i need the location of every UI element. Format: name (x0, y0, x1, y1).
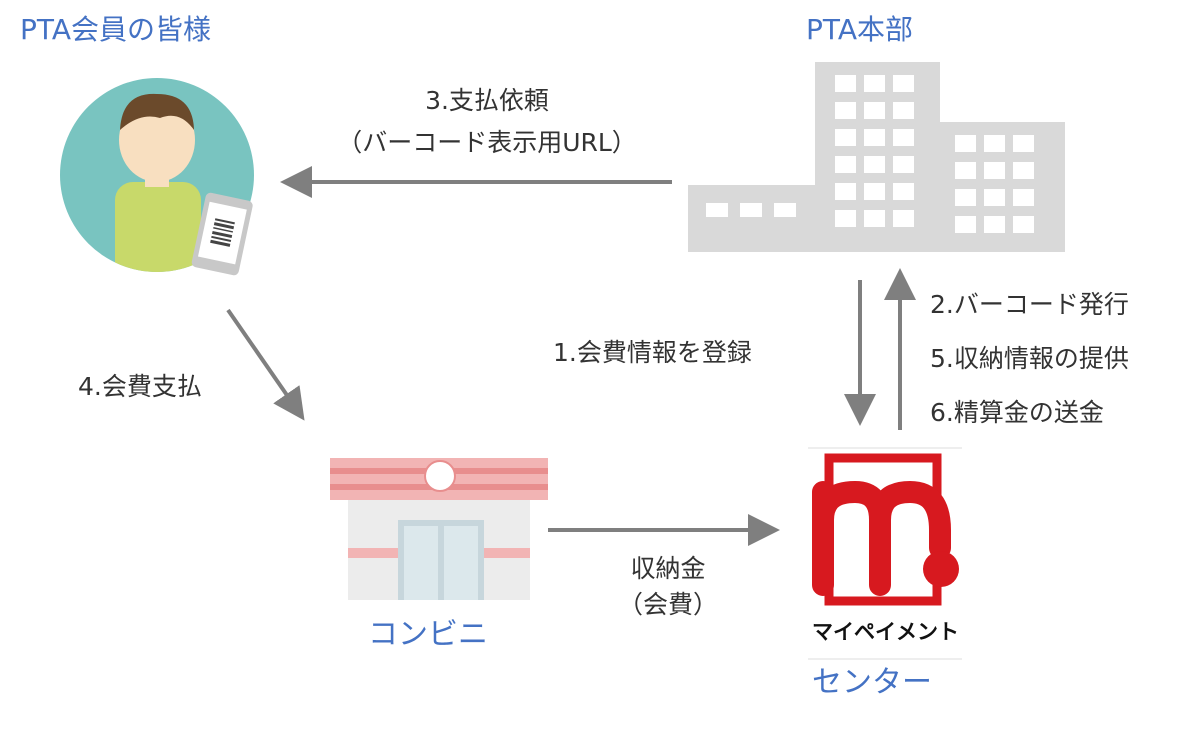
building-window (955, 216, 976, 233)
building-window (893, 210, 914, 227)
center-label: センター (812, 665, 932, 700)
step6-label: 6.精算金の送金 (930, 398, 1104, 427)
building-window (1013, 189, 1034, 206)
building-window (864, 129, 885, 146)
payment-sublabel: （会費） (617, 590, 718, 619)
members-label: PTA会員の皆様 (20, 13, 211, 46)
building-window (1013, 216, 1034, 233)
step5-label: 5.収納情報の提供 (930, 344, 1129, 373)
payment-label: 収納金 (630, 554, 706, 583)
hq-label: PTA本部 (806, 13, 913, 46)
step3-label: 3.支払依頼 (425, 86, 549, 115)
member-person-icon (60, 78, 254, 276)
building-window (893, 75, 914, 92)
building-window (1013, 135, 1034, 152)
building-window (1013, 162, 1034, 179)
arrow-member-payment (226, 308, 305, 421)
building-window (835, 102, 856, 119)
building-window (864, 156, 885, 173)
building-window (955, 189, 976, 206)
store-label: コンビニ (368, 617, 488, 652)
building-window (835, 210, 856, 227)
step2-label: 2.バーコード発行 (930, 290, 1129, 319)
building-window (984, 135, 1005, 152)
building-window (893, 156, 914, 173)
building-window (955, 135, 976, 152)
building-window (893, 183, 914, 200)
building-window (835, 129, 856, 146)
smartphone-barcode-icon (191, 192, 253, 276)
building-window (893, 102, 914, 119)
hq-building-icon (688, 62, 1065, 252)
step1-label: 1.会費情報を登録 (553, 338, 752, 367)
building-window (893, 129, 914, 146)
building-window (864, 102, 885, 119)
building-window (984, 189, 1005, 206)
building-window (984, 162, 1005, 179)
mypayment-logo (808, 447, 962, 660)
step4-label: 4.会費支払 (78, 372, 202, 401)
building-window (864, 183, 885, 200)
step3-sublabel: （バーコード表示用URL） (337, 128, 637, 157)
building-window (835, 156, 856, 173)
convenience-store-icon (330, 458, 548, 600)
building-window (864, 210, 885, 227)
building-window (864, 75, 885, 92)
building-window (835, 75, 856, 92)
logo-text: マイペイメント (812, 620, 959, 644)
building-window (984, 216, 1005, 233)
building-window (955, 162, 976, 179)
building-window (835, 183, 856, 200)
